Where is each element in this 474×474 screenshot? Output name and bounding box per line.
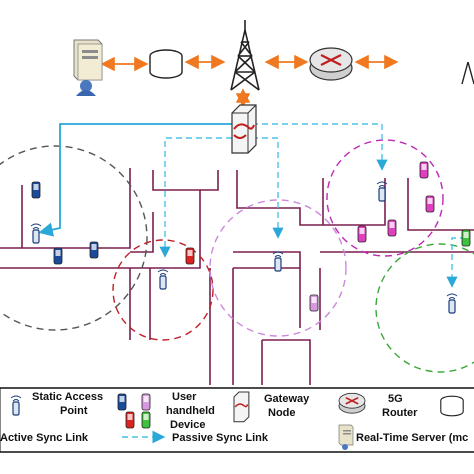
legend-device-icon [141, 393, 151, 411]
handheld-device-icon [419, 161, 429, 179]
legend-gateway-label: Gateway [264, 393, 310, 405]
legend-device-icon [117, 393, 127, 411]
active-sync-links [38, 123, 232, 237]
legend: Static Access Point User handheld Device… [0, 387, 474, 453]
coverage-zone-violet [209, 199, 347, 337]
legend-router-label-2: Router [382, 407, 418, 419]
coverage-zone-magenta [326, 139, 444, 257]
legend-static-ap-label: Static Access [32, 391, 103, 403]
handheld-device-icon [425, 195, 435, 213]
legend-device-icon [125, 411, 135, 429]
legend-server-label: Real-Time Server (mc [356, 432, 468, 444]
handheld-devices [31, 161, 471, 312]
handheld-device-icon [357, 225, 367, 243]
tower-icon [230, 20, 260, 91]
legend-database-icon [440, 395, 464, 417]
database-icon [149, 49, 183, 79]
handheld-device-icon [309, 294, 319, 312]
legend-access-point-icon [10, 395, 22, 416]
legend-router-icon [338, 392, 366, 414]
handheld-device-icon [185, 247, 195, 265]
handheld-device-icon [461, 229, 471, 247]
passive-sync-links [159, 123, 466, 288]
wired-links [100, 54, 399, 108]
gateway-icon [231, 104, 257, 154]
access-point-icon [446, 293, 458, 314]
coverage-zones [0, 139, 474, 373]
partial-icon-right [461, 61, 474, 85]
legend-gateway-icon [233, 391, 250, 423]
legend-active-link-label: Active Sync Link [0, 432, 89, 444]
coverage-zone-green [375, 243, 474, 373]
handheld-device-icon [31, 181, 41, 199]
router-icon [309, 47, 353, 81]
handheld-device-icon [387, 219, 397, 237]
legend-router-label: 5G [388, 393, 403, 405]
legend-device-label-3: Device [170, 419, 205, 431]
coverage-zone-gray [0, 145, 148, 331]
legend-device-label-2: handheld [166, 405, 215, 417]
legend-device-label: User [172, 391, 197, 403]
road-network [0, 168, 474, 385]
coverage-zone-red [112, 239, 214, 341]
legend-server-icon [338, 424, 354, 450]
legend-static-ap-label-2: Point [60, 405, 88, 417]
access-point-icon [157, 269, 169, 290]
legend-gateway-label-2: Node [268, 407, 296, 419]
handheld-device-icon [53, 247, 63, 265]
access-point-icon [30, 223, 42, 244]
legend-passive-link-label: Passive Sync Link [172, 432, 269, 444]
legend-device-icon [141, 411, 151, 429]
access-point-icon [272, 251, 284, 272]
server-icon [73, 39, 103, 96]
handheld-device-icon [89, 241, 99, 259]
